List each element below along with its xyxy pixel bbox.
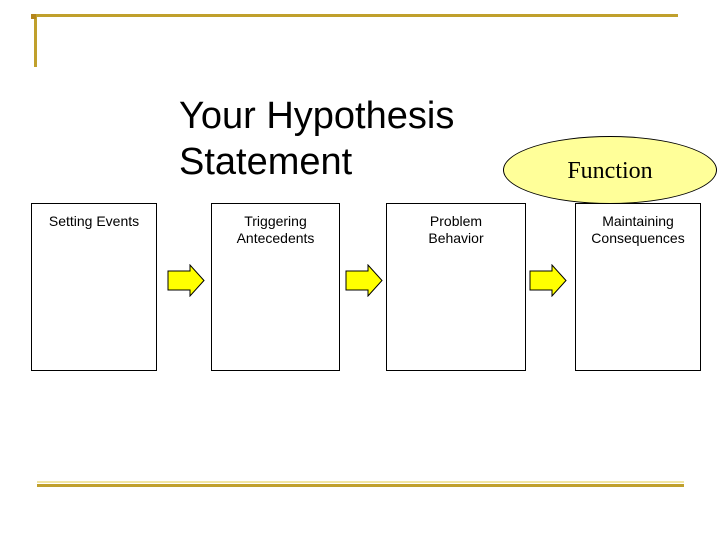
triggering-antecedents-label: Triggering Antecedents [236,213,315,246]
corner-accent-square [31,14,36,19]
slide-title: Your Hypothesis Statement [179,95,455,183]
right-arrow-icon [529,264,567,297]
function-label: Function [567,157,653,184]
problem-behavior-label: Problem Behavior [428,213,484,246]
triggering-antecedents-box: Triggering Antecedents [211,203,340,371]
maintaining-consequences-box: Maintaining Consequences [575,203,701,371]
corner-bracket [34,14,37,67]
function-ellipse: Function [503,136,717,204]
right-arrow-icon [167,264,205,297]
setting-events-box: Setting Events [31,203,157,371]
right-arrow-icon [345,264,383,297]
bottom-rule [37,484,684,487]
bottom-rule-light [37,481,684,483]
setting-events-label: Setting Events [48,213,140,229]
top-rule [31,14,678,17]
problem-behavior-box: Problem Behavior [386,203,526,371]
maintaining-consequences-label: Maintaining Consequences [591,213,685,246]
